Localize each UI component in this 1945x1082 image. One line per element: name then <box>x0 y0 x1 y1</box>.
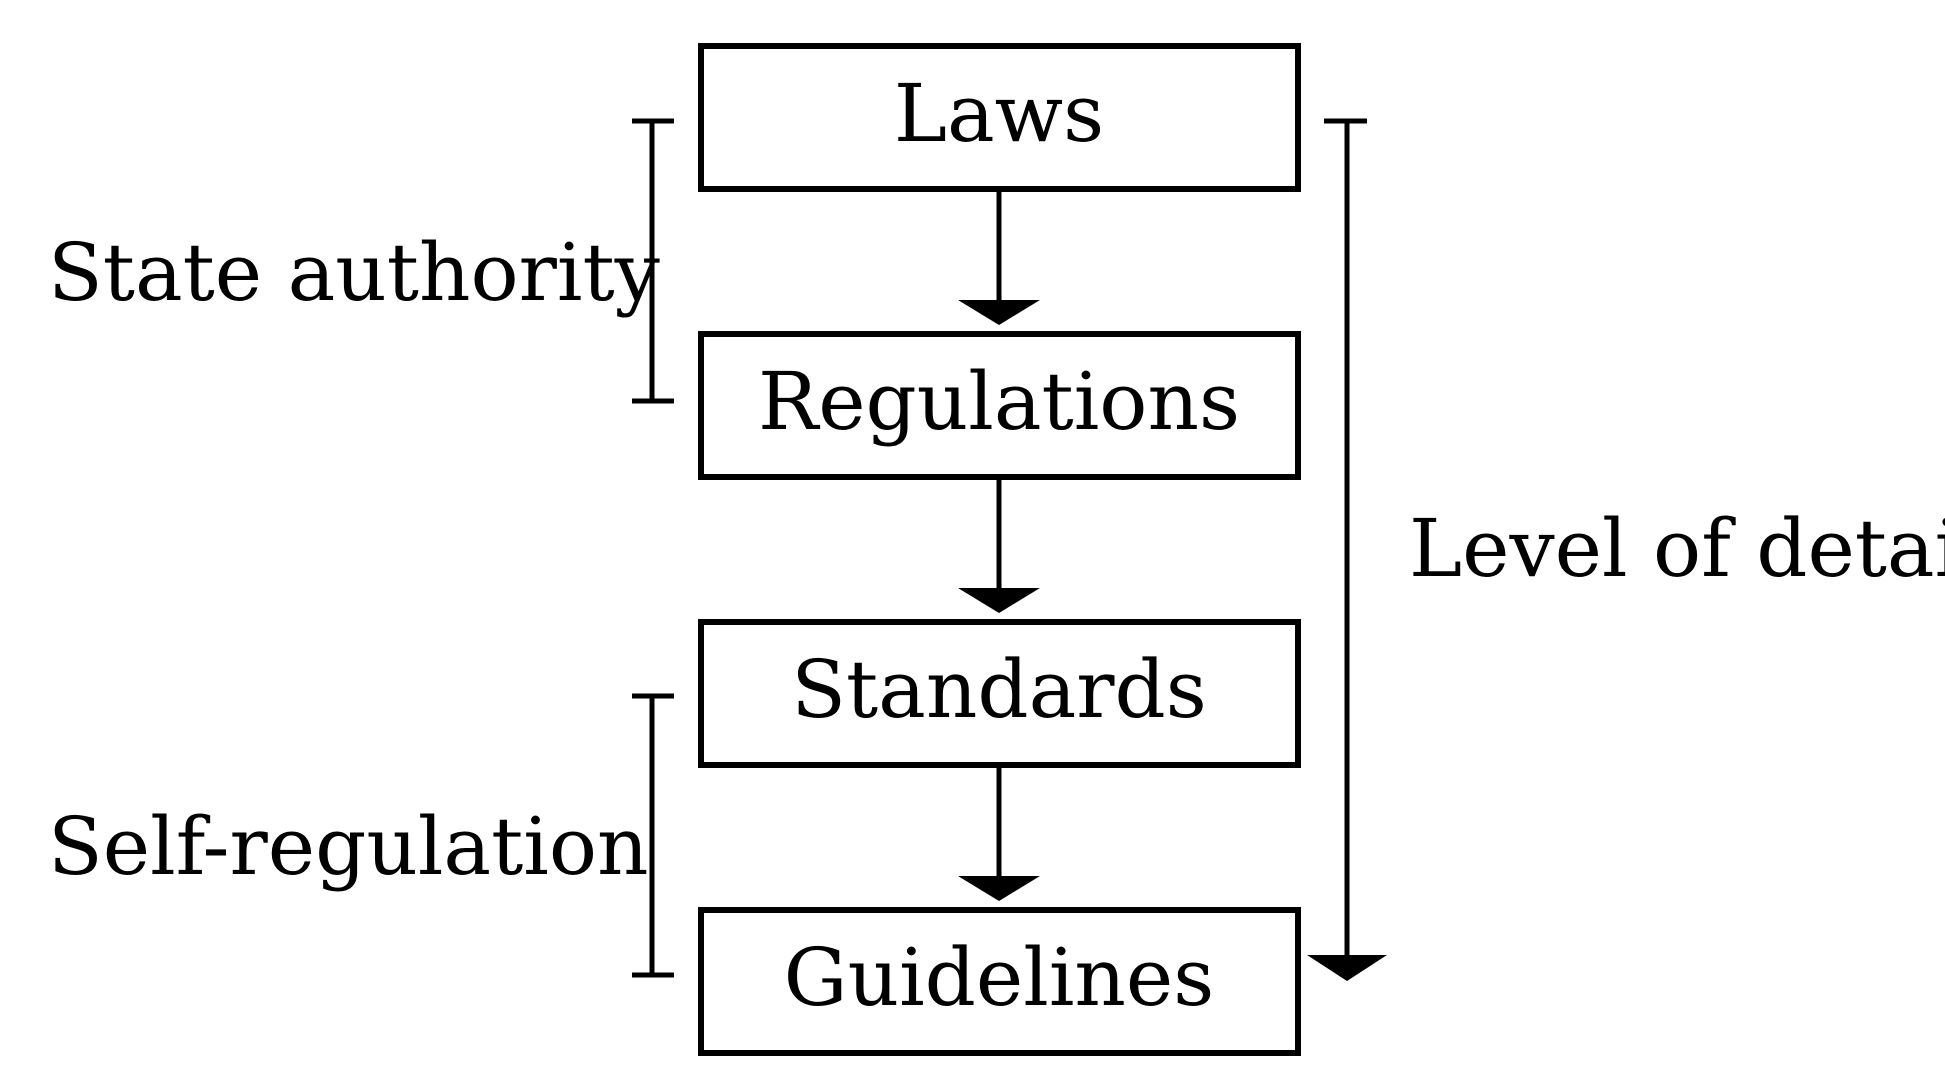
box-laws: Laws <box>698 43 1301 192</box>
arrow-standards-to-guidelines <box>958 765 1040 901</box>
box-guidelines-label: Guidelines <box>784 931 1215 1024</box>
box-regulations-label: Regulations <box>758 355 1240 448</box>
state-authority-label: State authority <box>48 226 660 319</box>
arrowhead-down-icon <box>958 300 1040 325</box>
arrowhead-down-icon <box>958 588 1040 613</box>
arrow-regulations-to-standards <box>958 477 1040 613</box>
self-regulation-label: Self-regulation <box>48 800 649 893</box>
arrowhead-down-icon <box>1307 955 1387 981</box>
box-regulations: Regulations <box>698 331 1301 480</box>
state-authority-bracket <box>632 118 674 404</box>
arrow-laws-to-regulations <box>958 189 1040 325</box>
box-guidelines: Guidelines <box>698 907 1301 1056</box>
box-laws-label: Laws <box>894 67 1104 160</box>
box-standards: Standards <box>698 619 1301 768</box>
level-of-detail-label: Level of detail <box>1409 502 1945 595</box>
self-regulation-bracket <box>632 693 674 978</box>
box-standards-label: Standards <box>791 643 1207 736</box>
arrowhead-down-icon <box>958 876 1040 901</box>
level-of-detail-axis <box>1307 118 1387 981</box>
